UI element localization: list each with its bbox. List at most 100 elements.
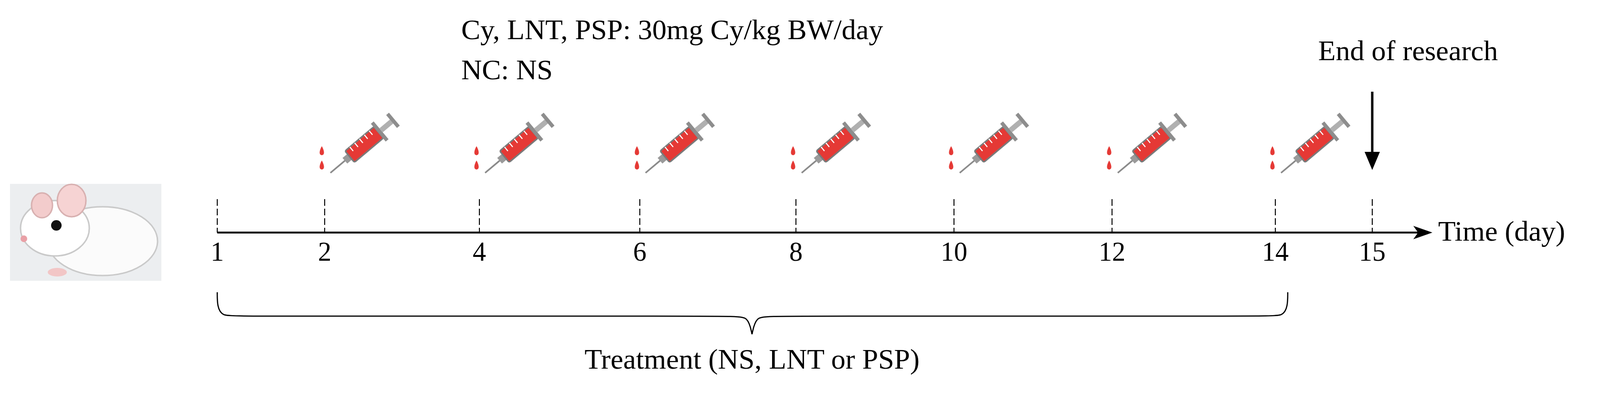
syringe-scale — [840, 130, 844, 135]
syringe-scale — [1300, 147, 1304, 151]
day-number: 2 — [317, 236, 332, 267]
photo-ground — [10, 183, 162, 281]
day-number: 15 — [1358, 236, 1386, 267]
blood-drop — [1106, 160, 1112, 170]
syringe-scale — [359, 138, 363, 143]
blood-drop — [1106, 146, 1112, 156]
blood-drop — [790, 160, 795, 170]
day-number: 10 — [940, 236, 968, 267]
blood-drop — [790, 146, 795, 156]
syringe-icon — [790, 110, 873, 182]
syringe-scale — [984, 142, 988, 147]
syringe-scale — [830, 138, 835, 143]
syringe-scale — [679, 134, 683, 139]
blood-drop — [1270, 160, 1275, 170]
blood-drop — [948, 160, 954, 170]
syringe-thumb — [540, 112, 555, 128]
day-number: 12 — [1098, 236, 1126, 267]
syringe-needle — [1117, 159, 1134, 173]
syringe-barrel — [974, 126, 1013, 163]
syringe-scale — [1142, 142, 1146, 147]
syringe-thumb — [1015, 112, 1030, 128]
syringe-icon — [319, 110, 402, 182]
day-number: 1 — [210, 236, 224, 267]
time-axis — [217, 231, 1421, 234]
treatment-label: Treatment (NS, LNT or PSP) — [584, 342, 920, 376]
syringe-icon — [948, 110, 1031, 182]
syringe-barrel — [345, 126, 384, 163]
syringe-scale — [1151, 134, 1155, 139]
syringe-scale — [826, 142, 830, 147]
mouse-picture — [10, 183, 162, 281]
syringe-needle — [959, 159, 975, 173]
syringe-needle — [1281, 159, 1297, 173]
axis-tick — [795, 199, 797, 233]
blood-drop — [474, 146, 479, 156]
syringe-scale — [354, 142, 359, 147]
axis-title: Time (day) — [1438, 214, 1566, 248]
end-label: End of research — [1318, 34, 1498, 68]
mouse-eye — [51, 220, 62, 231]
syringe-scale — [1314, 134, 1319, 139]
syringe-scale — [835, 134, 839, 139]
syringe-scale — [514, 138, 518, 143]
syringe-needle — [330, 159, 346, 173]
syringe-scale — [1310, 138, 1314, 143]
syringe-scale — [364, 134, 368, 139]
syringe-icon — [634, 110, 717, 182]
blood-drop — [319, 160, 324, 170]
syringe-icon — [474, 110, 557, 182]
syringe-barrel — [499, 126, 539, 163]
syringe-scale — [504, 147, 509, 151]
syringe-icon — [1270, 110, 1353, 182]
axis-tick — [324, 199, 326, 233]
blood-drop — [319, 146, 324, 156]
day-number: 6 — [633, 236, 647, 267]
axis-tick — [1274, 199, 1276, 233]
syringe-scale — [998, 130, 1002, 135]
end-arrow — [1371, 91, 1374, 156]
syringe-needle — [801, 159, 817, 173]
syringe-needle — [645, 159, 661, 173]
syringe-scale — [821, 147, 825, 151]
mouse-nose — [20, 235, 28, 243]
syringe-scale — [369, 130, 373, 135]
blood-drop — [948, 146, 954, 156]
blood-drop — [634, 146, 639, 156]
syringe-scale — [1137, 147, 1141, 151]
syringe-scale — [993, 134, 997, 139]
syringe-scale — [1319, 130, 1324, 135]
dose-note: Cy, LNT, PSP: 30mg Cy/kg BW/day — [461, 13, 883, 47]
syringe-barrel — [1295, 126, 1335, 163]
axis-arrowhead — [1413, 225, 1433, 240]
syringe-barrel — [816, 126, 855, 163]
axis-tick — [216, 199, 218, 233]
syringe-scale — [523, 130, 528, 135]
day-number: 14 — [1261, 236, 1289, 267]
syringe-scale — [674, 138, 679, 143]
blood-drop — [474, 160, 479, 170]
syringe-scale — [519, 134, 523, 139]
syringe-scale — [349, 147, 354, 151]
axis-tick — [953, 199, 955, 233]
mouse-ear — [57, 184, 86, 217]
axis-tick — [478, 199, 480, 233]
syringe-scale — [1156, 130, 1160, 135]
syringe-barrel — [660, 126, 699, 163]
syringe-needle — [485, 159, 501, 173]
syringe-thumb — [1336, 112, 1351, 128]
syringe-scale — [1305, 142, 1309, 147]
syringe-scale — [684, 130, 688, 135]
syringe-scale — [979, 147, 983, 151]
axis-tick — [1111, 199, 1113, 233]
axis-tick — [1371, 199, 1373, 233]
treatment-brace — [752, 292, 1288, 335]
syringe-scale — [988, 138, 993, 143]
syringe-thumb — [386, 112, 401, 128]
syringe-thumb — [857, 112, 872, 128]
syringe-scale — [665, 147, 669, 151]
syringe-barrel — [1132, 126, 1171, 163]
mouse-paw — [47, 267, 67, 277]
blood-drop — [634, 160, 639, 170]
